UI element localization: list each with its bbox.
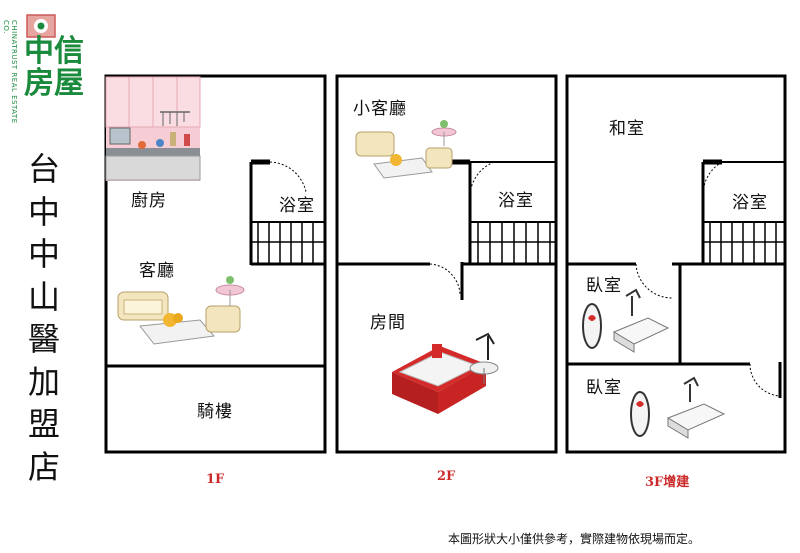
door-swing-icon <box>429 263 461 295</box>
door-swing-icon <box>635 263 673 299</box>
room-label-bedroom-1: 臥室 <box>586 276 622 296</box>
floor-2f-plan <box>335 74 558 454</box>
bed-icon <box>392 332 499 414</box>
sofa-set-icon <box>117 276 245 345</box>
staircase-icon <box>470 222 556 264</box>
room-label-bathroom-2f: 浴室 <box>498 191 534 211</box>
staircase-icon <box>251 222 325 264</box>
small-sofa-set-icon <box>355 120 457 179</box>
room-label-room: 房間 <box>370 313 406 333</box>
room-label-small-living-room: 小客廳 <box>353 99 407 119</box>
floor-3f-plan <box>565 74 787 454</box>
bedroom-furniture-icon <box>630 376 726 439</box>
room-label-japanese-room: 和室 <box>609 119 645 139</box>
floor-label-1f: 1F <box>206 472 225 487</box>
room-label-kitchen: 廚房 <box>131 191 167 211</box>
brand-name: 中信房屋 <box>24 34 84 101</box>
room-label-bathroom-1f: 浴室 <box>279 196 315 216</box>
kitchen-counter-icon <box>105 76 201 181</box>
brand-english-name: CHINATRUST REAL ESTATE CO. <box>2 20 18 124</box>
room-label-arcade: 騎樓 <box>197 402 233 422</box>
door-swing-icon <box>749 363 781 397</box>
room-label-living-room: 客廳 <box>139 261 175 281</box>
door-swing-icon <box>702 161 723 197</box>
door-swing-icon <box>469 161 495 197</box>
room-label-bathroom-3f: 浴室 <box>732 193 768 213</box>
floor-label-2f: 2F <box>437 469 456 484</box>
floor-label-3f: 3F增建 <box>645 475 690 490</box>
room-label-bedroom-2: 臥室 <box>586 378 622 398</box>
staircase-icon <box>703 222 785 264</box>
chinatrust-seal-icon <box>26 14 56 38</box>
floor-1f-plan <box>104 74 327 454</box>
door-swing-icon <box>269 161 307 193</box>
disclaimer-note: 本圖形狀大小僅供參考，實際建物依現場而定。 <box>448 532 701 546</box>
bedroom-furniture-icon <box>582 288 670 353</box>
store-name: 台中中山醫加盟店 <box>27 150 60 486</box>
